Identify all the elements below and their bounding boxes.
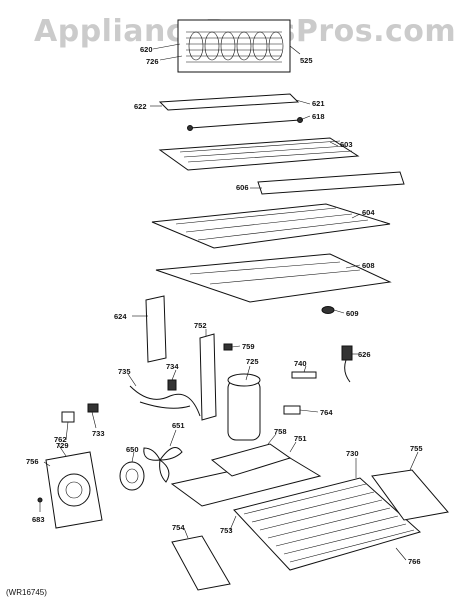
label-756: 756: [26, 457, 39, 466]
part-740[interactable]: [291, 371, 317, 379]
label-608: 608: [362, 261, 375, 270]
label-764: 764: [320, 408, 333, 417]
part-733[interactable]: [87, 403, 99, 413]
label-621: 621: [312, 99, 325, 108]
label-726: 726: [146, 57, 159, 66]
label-729: 729: [56, 441, 69, 450]
label-725: 725: [246, 357, 259, 366]
compressor-725[interactable]: [227, 373, 261, 441]
panel-755[interactable]: [371, 469, 449, 521]
relay-734[interactable]: [167, 379, 177, 391]
leader-lines: [39, 43, 419, 561]
shelf-603[interactable]: [158, 137, 360, 171]
label-762: 762: [54, 435, 67, 444]
label-650: 650: [126, 445, 139, 454]
part-764[interactable]: [283, 405, 301, 415]
panel-754[interactable]: [171, 535, 231, 591]
evaporator-assembly[interactable]: [177, 19, 291, 73]
label-759: 759: [242, 342, 255, 351]
label-622: 622: [134, 102, 147, 111]
drawer-front-606[interactable]: [257, 171, 405, 195]
label-624: 624: [114, 312, 127, 321]
label-733: 733: [92, 429, 105, 438]
part-626[interactable]: [341, 345, 353, 383]
label-752: 752: [194, 321, 207, 330]
label-683: 683: [32, 515, 45, 524]
fan-blade-651[interactable]: [143, 447, 183, 483]
wiring-harness-735[interactable]: [129, 385, 201, 417]
label-626: 626: [358, 350, 371, 359]
reference-code: (WR16745): [6, 588, 47, 597]
label-758: 758: [274, 427, 287, 436]
condenser-coil[interactable]: [233, 477, 422, 571]
label-754: 754: [172, 523, 185, 532]
label-609: 609: [346, 309, 359, 318]
label-730: 730: [346, 449, 359, 458]
cover-608[interactable]: [155, 253, 392, 303]
screw-683[interactable]: [37, 497, 43, 503]
label-735: 735: [118, 367, 131, 376]
duct-624[interactable]: [145, 295, 167, 363]
label-753: 753: [220, 526, 233, 535]
bracket-752[interactable]: [199, 333, 217, 421]
base-751[interactable]: [170, 443, 322, 507]
label-740: 740: [294, 359, 307, 368]
label-734: 734: [166, 362, 179, 371]
fan-motor-650[interactable]: [119, 461, 145, 491]
label-603: 603: [340, 140, 353, 149]
label-766: 766: [408, 557, 421, 566]
label-604: 604: [362, 208, 375, 217]
label-618: 618: [312, 112, 325, 121]
label-620: 620: [140, 45, 153, 54]
tray-604[interactable]: [151, 203, 391, 249]
part-759[interactable]: [223, 343, 233, 351]
label-751: 751: [294, 434, 307, 443]
label-651: 651: [172, 421, 185, 430]
grommet-609[interactable]: [321, 306, 335, 314]
label-606: 606: [236, 183, 249, 192]
defrost-heater-bar[interactable]: [158, 93, 303, 131]
label-525: 525: [300, 56, 313, 65]
part-729[interactable]: [61, 411, 75, 423]
shroud-756[interactable]: [45, 451, 103, 529]
label-755: 755: [410, 444, 423, 453]
